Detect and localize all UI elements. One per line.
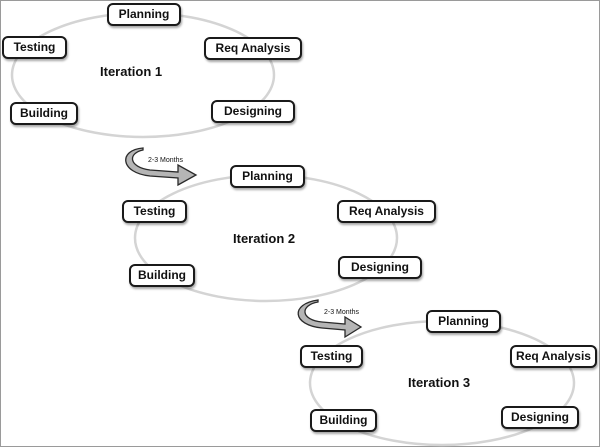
iteration-1-planning-box: Planning [107, 3, 181, 26]
iteration-2-testing-box: Testing [122, 200, 187, 223]
iteration-2-req-analysis-box: Req Analysis [337, 200, 436, 223]
iteration-2-designing-box: Designing [338, 256, 422, 279]
iteration-2-planning-box: Planning [230, 165, 305, 188]
iteration-3-label: Iteration 3 [408, 375, 471, 390]
transition-1-duration-label: 2-3 Months [148, 157, 184, 164]
iteration-3-designing-box: Designing [501, 406, 579, 429]
transition-2-duration-label: 2-3 Months [324, 309, 360, 316]
iteration-1-building-box: Building [10, 102, 78, 125]
iteration-1-testing-box: Testing [2, 36, 67, 59]
iteration-1-req-analysis-box: Req Analysis [204, 37, 302, 60]
iteration-3-testing-box: Testing [300, 345, 363, 368]
iteration-1-label: Iteration 1 [100, 64, 163, 79]
iteration-2-label: Iteration 2 [233, 231, 296, 246]
iteration-3-planning-box: Planning [426, 310, 501, 333]
iteration-1-designing-box: Designing [211, 100, 295, 123]
iteration-2-building-box: Building [129, 264, 195, 287]
transition-arrow-1 [125, 147, 198, 187]
iteration-3-req-analysis-box: Req Analysis [510, 345, 597, 368]
transition-arrow-2 [297, 299, 363, 339]
iteration-3-building-box: Building [310, 409, 377, 432]
